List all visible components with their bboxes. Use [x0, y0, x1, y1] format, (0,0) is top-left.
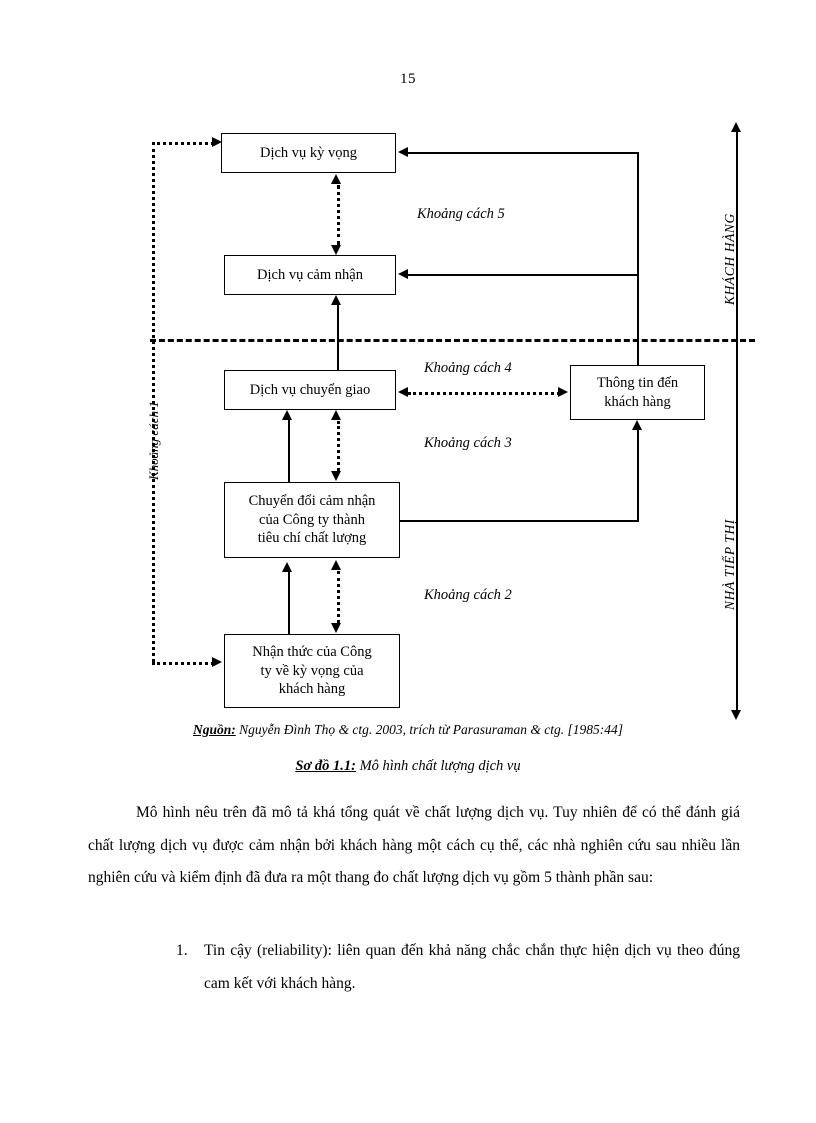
arrow-into-translation: [282, 562, 292, 572]
box-quality-specifications-line3: tiêu chí chất lượng: [257, 530, 367, 547]
external-feed-to-perceived: [408, 274, 638, 276]
gap1-dotted-vertical: [152, 142, 155, 662]
gap5-dotted-line: [337, 185, 340, 245]
side-axis-arrow-up: [731, 122, 741, 132]
figure-caption-text: Mô hình chất lượng dịch vụ: [355, 758, 521, 774]
arrow-into-expected-service: [398, 147, 408, 157]
box-management-perceptions[interactable]: Nhận thức của Công ty về kỳ vọng của khá…: [224, 634, 400, 708]
gap5-arrow-up: [331, 174, 341, 184]
box-external-communication[interactable]: Thông tin đến khách hàng: [570, 365, 705, 420]
box-delivered-service[interactable]: Dịch vụ chuyển giao: [224, 370, 396, 410]
gap4-dotted-line: [408, 392, 560, 395]
gap1-label: Khoảng cách 1: [146, 401, 161, 480]
box-management-perceptions-line2: ty về kỳ vọng của: [260, 662, 364, 679]
box-external-communication-line2: khách hàng: [604, 393, 671, 410]
gap4-arrow-right: [558, 387, 568, 397]
gap2-label: Khoảng cách 2: [422, 587, 514, 604]
box-management-perceptions-line3: khách hàng: [278, 681, 346, 698]
gap2-arrow-down: [331, 623, 341, 633]
customer-marketer-divider: [150, 339, 755, 342]
perceptions-to-translation-line: [288, 570, 290, 634]
gap2-dotted-line: [337, 571, 340, 623]
list-item-number: 1.: [176, 942, 188, 959]
gap1-dotted-bottom-horizontal: [152, 662, 214, 665]
gap2-arrow-up: [331, 560, 341, 570]
body-paragraph: Mô hình nêu trên đã mô tả khá tổng quát …: [88, 804, 740, 887]
translation-to-external-vertical: [637, 430, 639, 522]
external-feed-vertical: [637, 152, 639, 370]
arrow-into-perceived-service-from-delivered: [331, 295, 341, 305]
page-number: 15: [400, 71, 416, 87]
gap1-arrow-to-perceptions: [212, 657, 222, 667]
service-quality-model-diagram: KHÁCH HÀNG NHÀ TIẾP THỊ Khoảng cách 1 Kh…: [0, 110, 816, 730]
translation-to-external-horizontal: [400, 520, 638, 522]
gap3-label: Khoảng cách 3: [422, 435, 514, 452]
figure-source-label: Nguồn:: [193, 722, 236, 737]
box-delivered-service-label: Dịch vụ chuyển giao: [249, 381, 371, 398]
box-quality-specifications-line1: Chuyển đổi cảm nhận: [248, 493, 376, 510]
gap1-arrow-to-expected: [212, 137, 222, 147]
list-item-text: Tin cậy (reliability): liên quan đến khả…: [204, 942, 740, 992]
gap5-label: Khoảng cách 5: [415, 206, 507, 223]
side-label-customer: KHÁCH HÀNG: [722, 213, 737, 305]
gap3-arrow-up: [331, 410, 341, 420]
box-expected-service[interactable]: Dịch vụ kỳ vọng: [221, 133, 396, 173]
box-perceived-service-label: Dịch vụ cảm nhận: [257, 266, 363, 283]
gap1-dotted-top-horizontal: [152, 142, 214, 145]
box-management-perceptions-line1: Nhận thức của Công: [252, 644, 372, 661]
box-perceived-service[interactable]: Dịch vụ cảm nhận: [224, 255, 396, 295]
gap3-arrow-down: [331, 471, 341, 481]
arrow-into-delivered-service: [282, 410, 292, 420]
arrow-into-external-communication: [632, 420, 642, 430]
side-axis-arrow-down: [731, 710, 741, 720]
gap5-arrow-down: [331, 245, 341, 255]
delivered-to-perceived-line: [337, 303, 339, 371]
box-external-communication-line1: Thông tin đến: [596, 374, 679, 391]
figure-source: Nguồn: Nguyễn Đình Thọ & ctg. 2003, tríc…: [0, 722, 816, 738]
translation-to-delivered-line: [288, 418, 290, 482]
component-list: 1. Tin cậy (reliability): liên quan đến …: [88, 935, 740, 1000]
list-item: 1. Tin cậy (reliability): liên quan đến …: [88, 935, 740, 1000]
gap4-label: Khoảng cách 4: [422, 360, 514, 377]
gap3-dotted-line: [337, 421, 340, 471]
box-expected-service-label: Dịch vụ kỳ vọng: [259, 144, 358, 161]
figure-caption: Sơ đồ 1.1: Mô hình chất lượng dịch vụ: [0, 758, 816, 775]
box-quality-specifications[interactable]: Chuyển đổi cảm nhận của Công ty thành ti…: [224, 482, 400, 558]
external-feed-to-expected: [408, 152, 638, 154]
arrow-into-perceived-service: [398, 269, 408, 279]
figure-caption-label: Sơ đồ 1.1:: [295, 758, 356, 774]
box-quality-specifications-line2: của Công ty thành: [259, 511, 365, 528]
figure-source-text: Nguyễn Đình Thọ & ctg. 2003, trích từ Pa…: [235, 722, 623, 737]
side-label-marketer: NHÀ TIẾP THỊ: [722, 519, 737, 610]
side-axis-line: [736, 132, 738, 710]
gap4-arrow-left: [398, 387, 408, 397]
